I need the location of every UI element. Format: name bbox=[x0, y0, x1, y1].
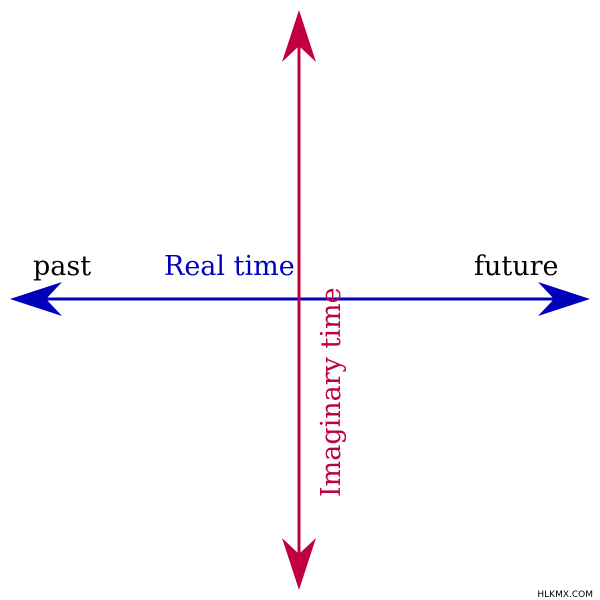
real-time-arrowhead-left bbox=[10, 282, 62, 316]
imaginary-time-arrowhead-top bbox=[282, 10, 316, 62]
imaginary-time-arrowhead-bottom bbox=[282, 538, 316, 590]
imaginary-time-axis bbox=[282, 10, 316, 590]
past-label: past bbox=[33, 251, 91, 282]
future-label: future bbox=[474, 251, 559, 282]
imaginary-time-label: Imaginary time bbox=[316, 287, 347, 497]
real-time-label: Real time bbox=[164, 251, 295, 282]
watermark-text: HLKMX.COM bbox=[537, 590, 593, 600]
real-time-arrowhead-right bbox=[538, 282, 590, 316]
